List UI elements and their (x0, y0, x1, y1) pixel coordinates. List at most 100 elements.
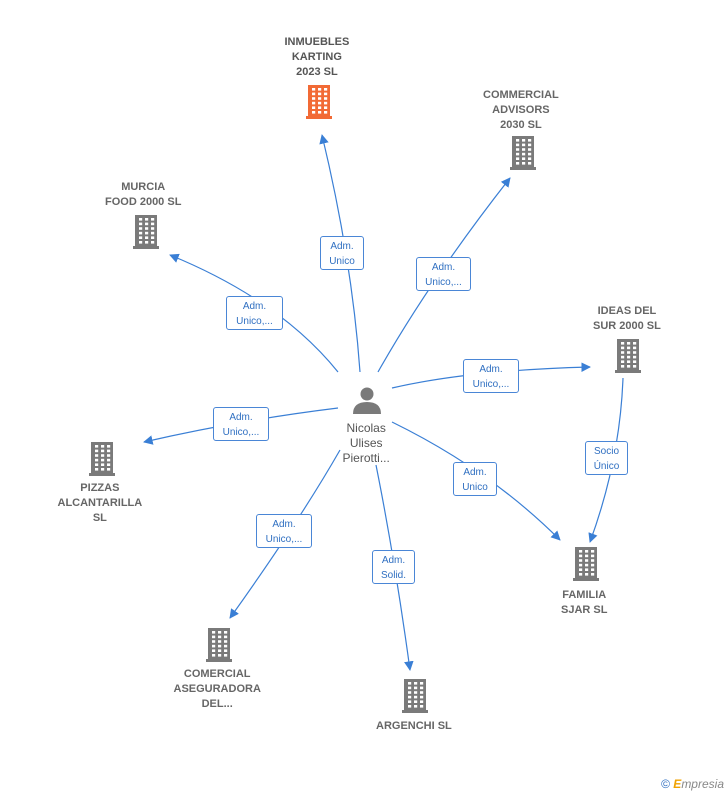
edge-label-comercial[interactable]: Adm.Unico,... (256, 514, 312, 548)
building-window (420, 691, 424, 694)
building-icon[interactable] (573, 547, 599, 581)
building-window (324, 92, 328, 96)
building-icon[interactable] (306, 85, 332, 119)
building-window (627, 355, 631, 359)
edge-label-line: Solid. (380, 570, 406, 581)
building-icon[interactable] (133, 215, 159, 249)
building-window (101, 458, 105, 462)
edge-label-line: Unico,... (472, 379, 510, 390)
building-window (224, 631, 228, 634)
building-window (212, 631, 216, 634)
building-window (579, 568, 583, 571)
building-window (585, 550, 589, 553)
building-window (414, 686, 418, 690)
edge-label-line: Unico,... (222, 427, 260, 438)
building-window (151, 227, 155, 230)
building-window (627, 360, 631, 363)
building-window (95, 458, 99, 462)
building-window (579, 554, 583, 558)
building-icon[interactable] (206, 628, 232, 662)
edge-label-commercial[interactable]: Adm.Unico,... (416, 257, 471, 291)
edge-label-pizzas[interactable]: Adm.Unico,... (213, 407, 269, 441)
building-window (101, 449, 105, 453)
building-window (95, 454, 99, 457)
building-window (151, 231, 155, 235)
building-window (621, 346, 625, 350)
building-icon[interactable] (89, 442, 115, 476)
building-window (528, 139, 532, 142)
company-label-line: KARTING (291, 51, 342, 63)
edge-label-line: Adm. (381, 555, 406, 566)
edge-label-argenchi[interactable]: Adm. Solid. (372, 550, 415, 584)
edge-label-line: Adm. (242, 301, 267, 312)
company-label-line: COMERCIAL (183, 668, 251, 680)
company-label-line: SJAR SL (561, 604, 608, 616)
building-window (212, 644, 216, 648)
building-icon[interactable] (402, 679, 428, 713)
building-window (145, 236, 149, 239)
building-window (107, 468, 111, 471)
building-icon[interactable] (615, 339, 641, 373)
building-window (633, 346, 637, 350)
company-label-line: INMUEBLES (284, 36, 350, 48)
brand-name: mpresia (681, 777, 724, 791)
building-icon[interactable] (510, 136, 536, 170)
building-window (414, 695, 418, 699)
icons (89, 85, 641, 713)
building-window (139, 231, 143, 235)
building-window (324, 111, 328, 114)
building-window (312, 101, 316, 105)
company-label-line: ADVISORS (492, 104, 550, 116)
edge-label-line: Unico,... (236, 316, 273, 327)
company-label-line: COMMERCIAL (483, 89, 559, 101)
building-window (633, 342, 637, 345)
building-window (579, 563, 583, 567)
building-window (139, 241, 143, 244)
building-window (218, 649, 222, 652)
edge-label-murcia[interactable]: Adm. Unico,... (226, 296, 283, 330)
building-window (627, 351, 631, 354)
building-window (107, 445, 111, 448)
brand-e-letter: E (673, 777, 682, 791)
building-base (306, 116, 332, 119)
building-window (528, 148, 532, 151)
edge-label-ideas[interactable]: Adm. Unico,... (463, 359, 519, 393)
edge-label-line: Adm. (463, 467, 487, 478)
building-window (420, 705, 424, 708)
building-window (420, 686, 424, 690)
company-label-line: DEL... (201, 698, 233, 710)
building-window (95, 463, 99, 466)
edge-label-line: Adm. (479, 364, 503, 375)
building-window (145, 222, 149, 226)
building-base (206, 659, 232, 662)
building-window (627, 346, 631, 350)
brand-logo: © Empresia (661, 777, 724, 791)
edge-label-inmuebles[interactable]: Adm.Unico (320, 236, 364, 270)
building-window (591, 563, 595, 567)
building-base (402, 710, 428, 713)
person-icon[interactable] (353, 387, 381, 415)
building-window (212, 649, 216, 652)
company-label-line: SUR 2000 SL (593, 320, 661, 332)
building-window (522, 152, 526, 156)
building-window (101, 445, 105, 448)
building-window (528, 157, 532, 160)
building-window (585, 554, 589, 558)
building-window (324, 106, 328, 109)
building-window (218, 635, 222, 639)
building-window (579, 559, 583, 562)
building-window (107, 463, 111, 466)
edge-label-familia[interactable]: Adm.Unico (453, 462, 497, 496)
company-label-argenchi[interactable]: ARGENCHI SL (376, 719, 452, 734)
building-window (591, 559, 595, 562)
building-window (522, 148, 526, 151)
